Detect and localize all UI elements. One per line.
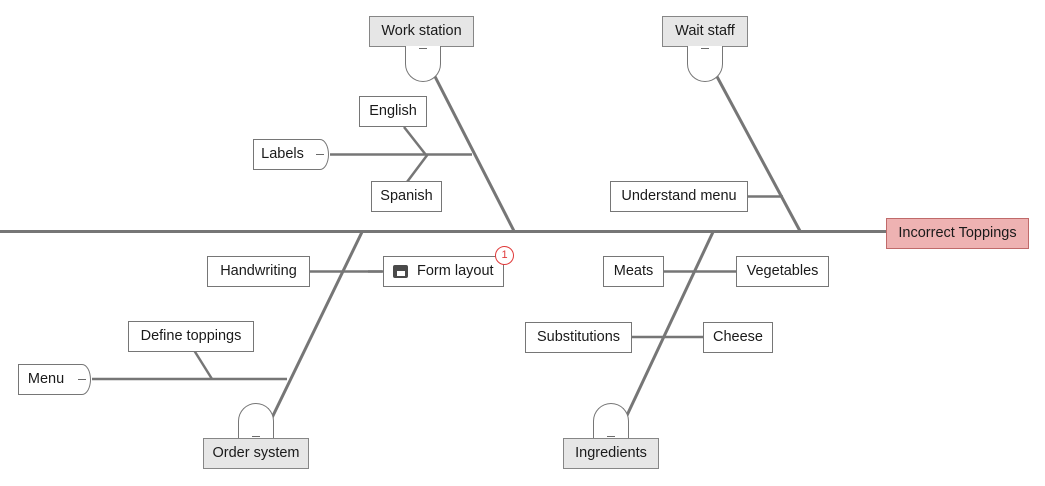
collapse-dash-icon: [252, 436, 260, 437]
collapse-dash-icon: [607, 436, 615, 437]
node-vegetables-label: Vegetables: [746, 263, 819, 280]
node-spanish[interactable]: Spanish: [371, 181, 442, 212]
node-wait-staff-label: Wait staff: [675, 23, 735, 40]
collapse-dash-icon: [701, 48, 709, 49]
node-handwriting-label: Handwriting: [220, 263, 297, 280]
node-understand-menu-label: Understand menu: [621, 188, 737, 205]
node-form-layout-label: Form layout: [417, 263, 494, 280]
node-wait-staff[interactable]: Wait staff: [662, 16, 748, 47]
collapse-toggle-labels[interactable]: [311, 139, 329, 170]
node-form-layout[interactable]: Form layout: [383, 256, 504, 287]
node-menu[interactable]: Menu: [18, 364, 74, 395]
node-substitutions-label: Substitutions: [536, 329, 621, 346]
node-define-toppings-label: Define toppings: [140, 328, 242, 345]
collapse-dash-icon: [315, 154, 324, 155]
node-understand-menu[interactable]: Understand menu: [610, 181, 748, 212]
node-labels-label: Labels: [261, 146, 304, 163]
collapse-dash-icon: [419, 48, 427, 49]
node-work-station-label: Work station: [381, 23, 462, 40]
comment-count-value: 1: [501, 249, 508, 261]
node-head-label: Incorrect Toppings: [898, 225, 1017, 242]
collapse-toggle-order-system[interactable]: [238, 403, 274, 439]
node-cheese-label: Cheese: [713, 329, 763, 346]
collapse-toggle-work-station[interactable]: [405, 46, 441, 82]
node-handwriting[interactable]: Handwriting: [207, 256, 310, 287]
node-labels[interactable]: Labels: [253, 139, 312, 170]
collapse-toggle-menu[interactable]: [73, 364, 91, 395]
node-vegetables[interactable]: Vegetables: [736, 256, 829, 287]
node-meats[interactable]: Meats: [603, 256, 664, 287]
node-work-station[interactable]: Work station: [369, 16, 474, 47]
node-head-incorrect-toppings[interactable]: Incorrect Toppings: [886, 218, 1029, 249]
collapse-toggle-wait-staff[interactable]: [687, 46, 723, 82]
node-english-label: English: [369, 103, 417, 120]
node-menu-label: Menu: [27, 371, 65, 388]
node-substitutions[interactable]: Substitutions: [525, 322, 632, 353]
node-meats-label: Meats: [613, 263, 654, 280]
collapse-dash-icon: [77, 379, 86, 380]
node-order-system-label: Order system: [212, 445, 300, 462]
node-english[interactable]: English: [359, 96, 427, 127]
node-spanish-label: Spanish: [380, 188, 433, 205]
connector-spanish: [406, 153, 429, 183]
node-ingredients-label: Ingredients: [575, 445, 647, 462]
node-order-system[interactable]: Order system: [203, 438, 309, 469]
comment-count-badge[interactable]: 1: [495, 246, 514, 265]
connector-english: [403, 126, 427, 156]
node-define-toppings[interactable]: Define toppings: [128, 321, 254, 352]
note-icon: [393, 265, 408, 278]
node-ingredients[interactable]: Ingredients: [563, 438, 659, 469]
collapse-toggle-ingredients[interactable]: [593, 403, 629, 439]
node-cheese[interactable]: Cheese: [703, 322, 773, 353]
